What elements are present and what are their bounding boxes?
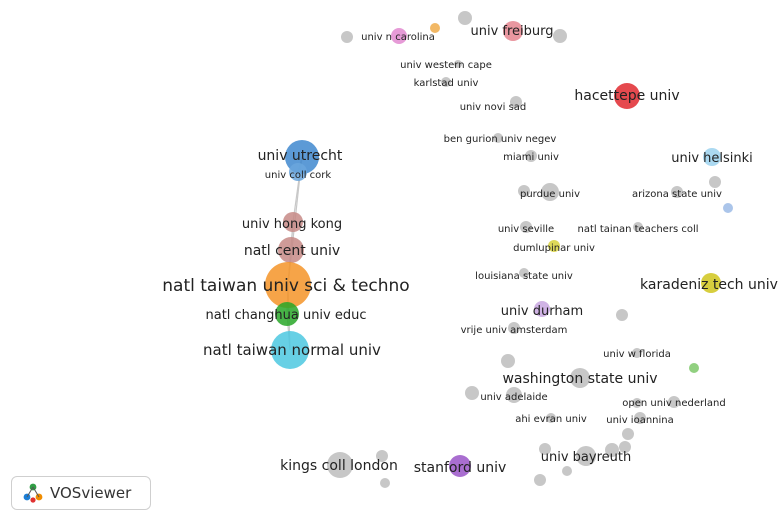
- node-label[interactable]: univ ioannina: [606, 415, 674, 426]
- node-label[interactable]: natl taiwan univ sci & techno: [162, 276, 409, 296]
- node-label[interactable]: univ freiburg: [470, 24, 553, 39]
- network-node[interactable]: [278, 237, 304, 263]
- network-node[interactable]: [619, 441, 631, 453]
- vosviewer-badge[interactable]: VOSviewer: [11, 476, 151, 510]
- node-label[interactable]: univ durham: [501, 304, 583, 319]
- network-node[interactable]: [633, 222, 643, 232]
- network-node[interactable]: [671, 186, 683, 198]
- node-label[interactable]: hacettepe univ: [574, 88, 679, 104]
- network-node[interactable]: [430, 23, 440, 33]
- network-node[interactable]: [689, 363, 699, 373]
- network-node[interactable]: [701, 273, 721, 293]
- node-label[interactable]: univ utrecht: [258, 148, 343, 164]
- network-node[interactable]: [723, 203, 733, 213]
- network-node[interactable]: [465, 386, 479, 400]
- network-node[interactable]: [441, 77, 451, 87]
- vosviewer-label: VOSviewer: [50, 484, 132, 502]
- network-node[interactable]: [576, 446, 596, 466]
- network-node[interactable]: [632, 398, 642, 408]
- network-node[interactable]: [506, 387, 522, 403]
- network-node[interactable]: [520, 221, 532, 233]
- node-label[interactable]: univ helsinki: [671, 151, 753, 166]
- network-node[interactable]: [546, 413, 556, 423]
- network-node[interactable]: [503, 21, 523, 41]
- network-node[interactable]: [539, 443, 551, 455]
- network-node[interactable]: [570, 368, 590, 388]
- network-node[interactable]: [275, 302, 299, 326]
- network-node[interactable]: [709, 176, 721, 188]
- network-node[interactable]: [510, 96, 522, 108]
- network-node[interactable]: [501, 354, 515, 368]
- node-label[interactable]: washington state univ: [502, 371, 657, 387]
- network-node[interactable]: [534, 474, 546, 486]
- network-node[interactable]: [534, 301, 550, 317]
- network-node[interactable]: [265, 262, 311, 308]
- node-label[interactable]: natl taiwan normal univ: [203, 341, 381, 359]
- node-label[interactable]: univ adelaide: [480, 392, 547, 403]
- network-node[interactable]: [614, 83, 640, 109]
- node-label[interactable]: kings coll london: [280, 458, 398, 474]
- network-node[interactable]: [634, 412, 646, 424]
- node-label[interactable]: karadeniz tech univ: [640, 277, 778, 293]
- network-node[interactable]: [454, 60, 462, 68]
- network-node[interactable]: [632, 348, 642, 358]
- network-node[interactable]: [271, 331, 309, 369]
- node-label[interactable]: univ n carolina: [361, 32, 435, 43]
- node-label[interactable]: dumlupinar univ: [513, 243, 595, 254]
- node-label[interactable]: miami univ: [503, 152, 559, 163]
- network-node[interactable]: [327, 452, 353, 478]
- network-node[interactable]: [391, 28, 407, 44]
- network-node[interactable]: [525, 150, 537, 162]
- node-label[interactable]: ahi evran univ: [515, 414, 587, 425]
- network-node[interactable]: [449, 455, 471, 477]
- network-node[interactable]: [541, 183, 559, 201]
- network-node[interactable]: [289, 163, 307, 181]
- node-label[interactable]: natl cent univ: [244, 243, 340, 259]
- network-node[interactable]: [668, 396, 680, 408]
- network-node[interactable]: [703, 148, 721, 166]
- node-label[interactable]: univ hong kong: [242, 217, 342, 232]
- node-label[interactable]: univ novi sad: [460, 102, 527, 113]
- network-node[interactable]: [283, 212, 303, 232]
- network-node[interactable]: [341, 31, 353, 43]
- network-node[interactable]: [493, 133, 503, 143]
- node-label[interactable]: univ western cape: [400, 60, 492, 71]
- network-node[interactable]: [553, 29, 567, 43]
- vosviewer-logo-icon: [22, 482, 44, 504]
- network-node[interactable]: [616, 309, 628, 321]
- network-node[interactable]: [622, 428, 634, 440]
- node-label[interactable]: natl changhua univ educ: [205, 308, 366, 323]
- network-node[interactable]: [376, 450, 388, 462]
- node-label[interactable]: louisiana state univ: [475, 271, 573, 282]
- node-label[interactable]: ben gurion univ negev: [444, 134, 557, 145]
- network-node[interactable]: [548, 240, 560, 252]
- node-label[interactable]: open univ nederland: [622, 398, 725, 409]
- node-label[interactable]: univ coll cork: [265, 170, 332, 181]
- node-label[interactable]: karlstad univ: [414, 78, 479, 89]
- node-label[interactable]: univ seville: [498, 224, 554, 235]
- node-label[interactable]: univ w florida: [603, 349, 671, 360]
- network-node[interactable]: [458, 11, 472, 25]
- network-node[interactable]: [508, 322, 520, 334]
- node-label[interactable]: purdue univ: [520, 189, 580, 200]
- node-label[interactable]: univ bayreuth: [541, 450, 631, 465]
- network-node[interactable]: [519, 268, 529, 278]
- node-label[interactable]: natl tainan teachers coll: [577, 224, 698, 235]
- node-label[interactable]: arizona state univ: [632, 189, 722, 200]
- network-node[interactable]: [562, 466, 572, 476]
- network-node[interactable]: [380, 478, 390, 488]
- network-node[interactable]: [518, 185, 530, 197]
- network-node[interactable]: [605, 443, 619, 457]
- node-label[interactable]: vrije univ amsterdam: [461, 325, 568, 336]
- node-label[interactable]: stanford univ: [414, 460, 507, 476]
